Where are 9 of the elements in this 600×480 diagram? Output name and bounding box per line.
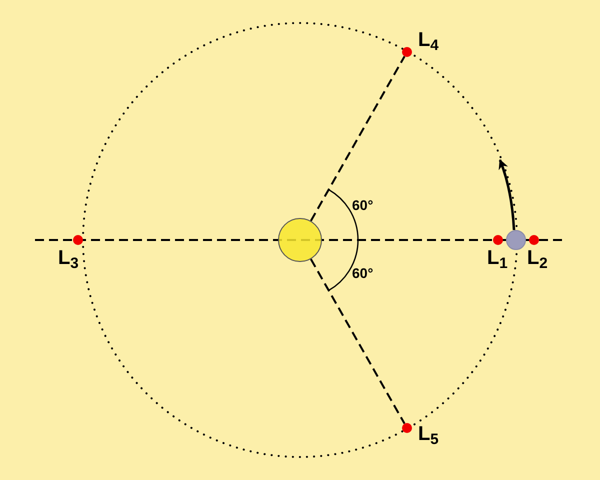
- point-label: L$_{1}$: [487, 246, 508, 270]
- dashed-line: [310, 258, 406, 424]
- point-label: L$_{5}$: [418, 422, 439, 446]
- angle-label: 60°: [352, 266, 374, 280]
- dashed-line: [310, 56, 406, 222]
- point-label: L$_{3}$: [58, 246, 79, 270]
- point-label: L$_{2}$: [527, 246, 548, 270]
- angle-label: 60°: [352, 198, 374, 212]
- point-label: L$_{4}$: [418, 28, 439, 52]
